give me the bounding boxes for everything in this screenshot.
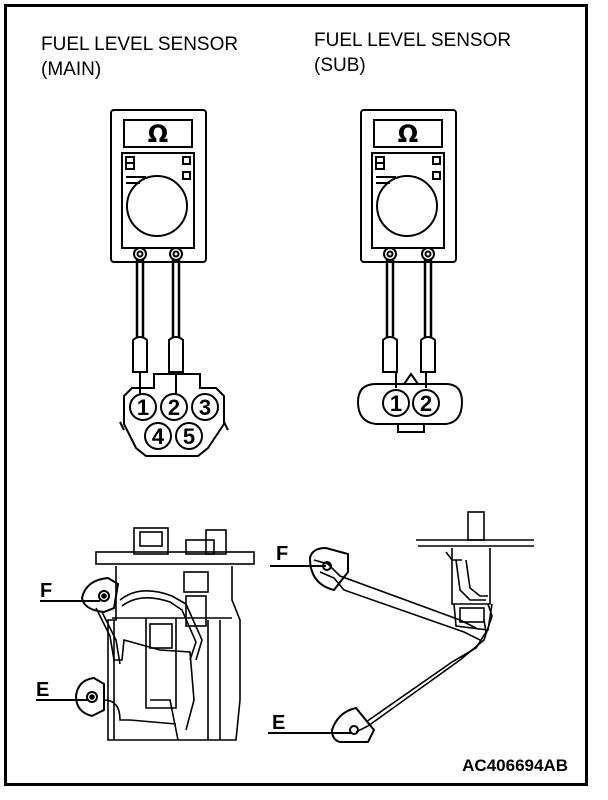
caption-sub-line2: (SUB) bbox=[314, 55, 366, 76]
main-pin-3: 3 bbox=[199, 395, 211, 420]
caption-sub-line1: FUEL LEVEL SENSOR bbox=[314, 30, 512, 51]
connector-sub bbox=[356, 372, 464, 433]
main-float-e bbox=[74, 676, 105, 718]
ohm-symbol-main: Ω bbox=[148, 120, 168, 148]
caption-main-line2: (MAIN) bbox=[41, 59, 102, 80]
label-main-e: E bbox=[36, 679, 49, 701]
sub-pin-2: 2 bbox=[420, 391, 432, 416]
fuel-pump-main-assembly bbox=[95, 527, 255, 741]
ohmmeter-main: Ω bbox=[110, 109, 207, 263]
figure-reference-id: AC406694AB bbox=[462, 756, 568, 775]
main-float-f bbox=[80, 576, 120, 614]
diagram-frame bbox=[4, 4, 588, 786]
label-sub-e: E bbox=[272, 712, 285, 734]
label-sub-f: F bbox=[276, 543, 288, 565]
caption-sub-sensor: FUEL LEVEL SENSOR (SUB) bbox=[314, 28, 511, 78]
connector-main bbox=[119, 373, 229, 457]
ohm-symbol-sub: Ω bbox=[398, 120, 418, 148]
main-pin-4: 4 bbox=[152, 424, 165, 449]
ohmmeter-sub: Ω bbox=[360, 109, 457, 263]
label-main-f: F bbox=[40, 580, 52, 602]
main-pin-1: 1 bbox=[137, 395, 149, 420]
caption-main-sensor: FUEL LEVEL SENSOR (MAIN) bbox=[41, 32, 238, 82]
sub-float-f bbox=[308, 546, 349, 592]
sub-pin-1: 1 bbox=[390, 391, 402, 416]
caption-main-line1: FUEL LEVEL SENSOR bbox=[41, 34, 239, 55]
fuel-sensor-sub-assembly bbox=[313, 511, 534, 733]
main-pin-2: 2 bbox=[168, 395, 180, 420]
main-pin-5: 5 bbox=[183, 424, 195, 449]
sub-float-e bbox=[330, 706, 376, 743]
